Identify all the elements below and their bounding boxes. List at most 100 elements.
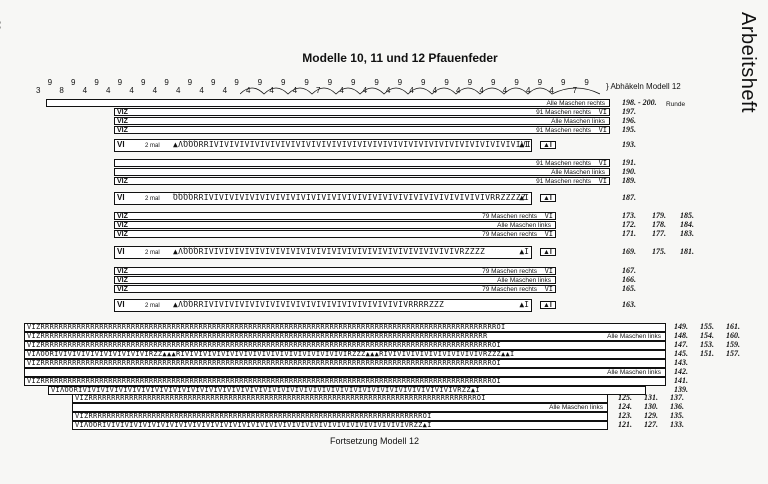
row-number: 155. [700, 322, 714, 331]
stitch-count: 9 [164, 78, 169, 87]
row-number: 185. [680, 211, 694, 220]
chart-row: VIZRRRRRRRRRRRRRRRRRRRRRRRRRRRRRRRRRRRRR… [24, 359, 666, 368]
repeat-label: 2 mal [145, 143, 160, 149]
stitch-count: 9 [351, 78, 356, 87]
row-number: 166. [622, 275, 636, 284]
stitch-pattern: ΌΌΌΌRRIVIVIVIVIVIVIVIVIVIVIVIVIVIVIVIVIV… [173, 193, 527, 202]
row-number: 193. [622, 140, 636, 149]
row-number: 121. [618, 420, 632, 429]
row-number: 165. [622, 284, 636, 293]
row-number: 197. [622, 107, 636, 116]
row-start-symbols: VIZ [117, 286, 128, 293]
row-end-box: ▲I [540, 141, 556, 149]
row-number: 131. [644, 393, 658, 402]
side-title: Arbeitsheft [737, 12, 759, 114]
row-number: 148. [674, 331, 688, 340]
row-instruction: 79 Maschen rechts [482, 231, 537, 238]
stitch-count: 4 [106, 86, 111, 95]
row-number: 133. [670, 420, 684, 429]
row-number: 167. [622, 266, 636, 275]
chart-row: VI 2 mal ▲ΛΌΌΌRIVIVIVIVIVIVIVIVIVIVIVIVIVI… [114, 246, 532, 259]
stitch-count: 4 [222, 86, 228, 95]
stitch-pattern: VIZRRRRRRRRRRRRRRRRRRRRRRRRRRRRRRRRRRRRR… [75, 394, 486, 402]
row-end-symbols: VI [544, 212, 553, 220]
row-end-symbols: ▲I [519, 247, 529, 256]
stitch-pattern: VIZRRRRRRRRRRRRRRRRRRRRRRRRRRRRRRRRRRRRR… [27, 377, 502, 385]
row-number: 179. [652, 211, 666, 220]
row-end-symbols: ▲I [519, 300, 529, 309]
row-number: 139. [674, 385, 688, 394]
stitch-count: 4 [432, 86, 438, 95]
chart-row: Alle Maschen links [24, 368, 666, 377]
row-instruction: Alle Maschen links [551, 169, 605, 176]
stitch-count: 9 [47, 78, 53, 87]
row-start-symbols: VIZ [117, 118, 128, 125]
stitch-pattern: ▲ΛΌΌRRIVIVIVIVIVIVIVIVIVIVIVIVIVIVIVIVIV… [173, 300, 445, 309]
chart-row: Alle Maschen links [72, 403, 608, 412]
row-instruction: Alle Maschen links [497, 277, 551, 284]
stitch-count: 9 [467, 78, 473, 87]
row-number: 157. [726, 349, 740, 358]
repeat-label: 2 mal [145, 250, 160, 256]
chart-row: VIZRRRRRRRRRRRRRRRRRRRRRRRRRRRRRRRRRRRRR… [72, 394, 608, 403]
row-instruction: 91 Maschen rechts [536, 178, 591, 185]
stitch-count: 4 [269, 86, 274, 95]
row-start-symbols: VI [117, 300, 125, 309]
stitch-count: 9 [537, 78, 543, 87]
row-number: 190. [622, 167, 636, 176]
chart-row: Alle Maschen links [114, 168, 610, 176]
repeat-arcs [240, 87, 600, 95]
chart-row: VIZRRRRRRRRRRRRRRRRRRRRRRRRRRRRRRRRRRRRR… [24, 377, 666, 386]
row-instruction: 91 Maschen rechts [536, 109, 591, 116]
row-number: 135. [670, 411, 684, 420]
row-number: 177. [652, 229, 666, 238]
row-number: 147. [674, 340, 688, 349]
row-number: 143. [674, 358, 688, 367]
row-number: 187. [622, 193, 636, 202]
stitch-count: 9 [117, 78, 123, 87]
row-end-symbols: VI [598, 177, 607, 185]
stitch-pattern: VIZRRRRRRRRRRRRRRRRRRRRRRRRRRRRRRRRRRRRR… [27, 332, 488, 340]
stitch-pattern: VIΛΌΌRIVIVIVIVIVIVIVIVIVIVIVIVIVIVIVIVIV… [75, 421, 432, 429]
row-start-symbols: VIZ [117, 268, 128, 275]
chart-row: VIZRRRRRRRRRRRRRRRRRRRRRRRRRRRRRRRRRRRRR… [24, 323, 666, 332]
row-end-symbols: VI [544, 267, 553, 275]
row-instruction: Alle Maschen rechts [546, 100, 605, 107]
stitch-pattern: VIΛΌΌRIVIVIVIVIVIVIVIVIVIVIVIVIVIVIVIVIV… [51, 386, 480, 394]
row-number: 160. [726, 331, 740, 340]
row-start-symbols: VIZ [117, 213, 128, 220]
row-number: 145. [674, 349, 688, 358]
row-number: 169. [622, 247, 636, 256]
row-number: 136. [670, 402, 684, 411]
stitch-pattern: VIZRRRRRRRRRRRRRRRRRRRRRRRRRRRRRRRRRRRRR… [75, 412, 432, 420]
row-number: 183. [680, 229, 694, 238]
row-number: 189. [622, 176, 636, 185]
stitch-count: 9 [304, 78, 309, 87]
row-end-box: ▲I [540, 301, 556, 309]
row-number: 153. [700, 340, 714, 349]
stitch-count: 9 [141, 78, 146, 87]
stitch-count: 7 [572, 86, 578, 95]
stitch-count: 4 [339, 86, 344, 95]
abhaekeln-note: } Abhäkeln Modell 12 [606, 82, 681, 91]
row-instruction: 79 Maschen rechts [482, 268, 537, 275]
stitch-count: 9 [211, 78, 216, 87]
stitch-count: 9 [444, 78, 449, 87]
row-number: 125. [618, 393, 632, 402]
row-number: 137. [670, 393, 684, 402]
stitch-pattern: ▲ΛΌΌΌRIVIVIVIVIVIVIVIVIVIVIVIVIVIVIVIVIV… [173, 247, 486, 256]
row-start-symbols: VI [117, 247, 125, 256]
row-number: 161. [726, 322, 740, 331]
chart-row: VIZ 79 Maschen rechts VI [114, 267, 556, 275]
row-start-symbols: VIZ [117, 222, 128, 229]
chart-row: VIZRRRRRRRRRRRRRRRRRRRRRRRRRRRRRRRRRRRRR… [24, 341, 666, 350]
row-number: 129. [644, 411, 658, 420]
stitch-count: 7 [316, 86, 321, 95]
row-instruction: Alle Maschen links [497, 222, 551, 229]
